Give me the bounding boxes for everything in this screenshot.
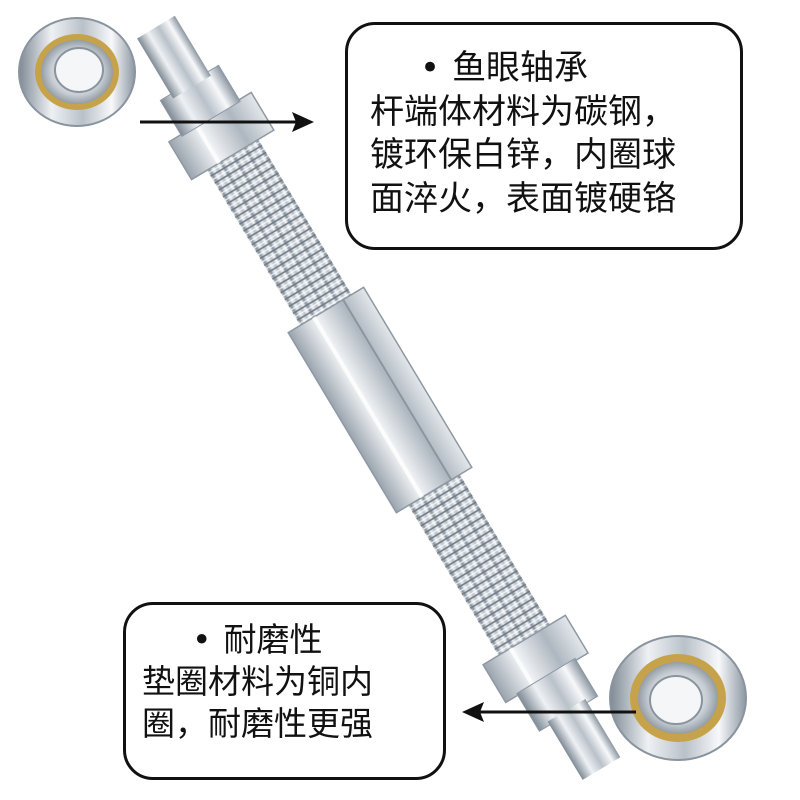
bottom-callout-bullet: • [192,620,212,659]
center-hex-body [287,286,473,514]
top-callout-line-1: 杆端体材料为碳钢， [370,91,676,132]
top-callout-arrow [140,112,314,132]
bottom-callout-title: 耐磨性 [223,620,323,659]
bottom-feature-callout: • 耐磨性 垫圈材料为铜内 圈，耐磨性更强 [123,602,446,780]
bottom-callout-arrow [462,702,636,722]
lower-rod-end-eye [609,635,747,761]
top-feature-callout: • 鱼眼轴承 杆端体材料为碳钢， 镀环保白锌，内圈球 面淬火，表面镀硬铬 [345,22,743,250]
top-callout-line-2: 镀环保白锌，内圈球 [370,135,676,176]
top-callout-bullet: • [420,48,441,88]
top-callout-title-line: • 鱼眼轴承 [370,47,724,91]
top-callout-title: 鱼眼轴承 [452,48,589,88]
top-callout-line-3: 面淬火，表面镀硬铬 [370,178,676,219]
upper-threaded-shaft [204,135,355,330]
bottom-callout-line-2: 圈，耐磨性更强 [142,704,373,744]
lower-threaded-shaft [405,470,550,656]
upper-rod-end-eye [18,17,136,127]
bottom-callout-line-1: 垫圈材料为铜内 [142,662,373,702]
bottom-callout-title-line: • 耐磨性 [142,619,433,661]
